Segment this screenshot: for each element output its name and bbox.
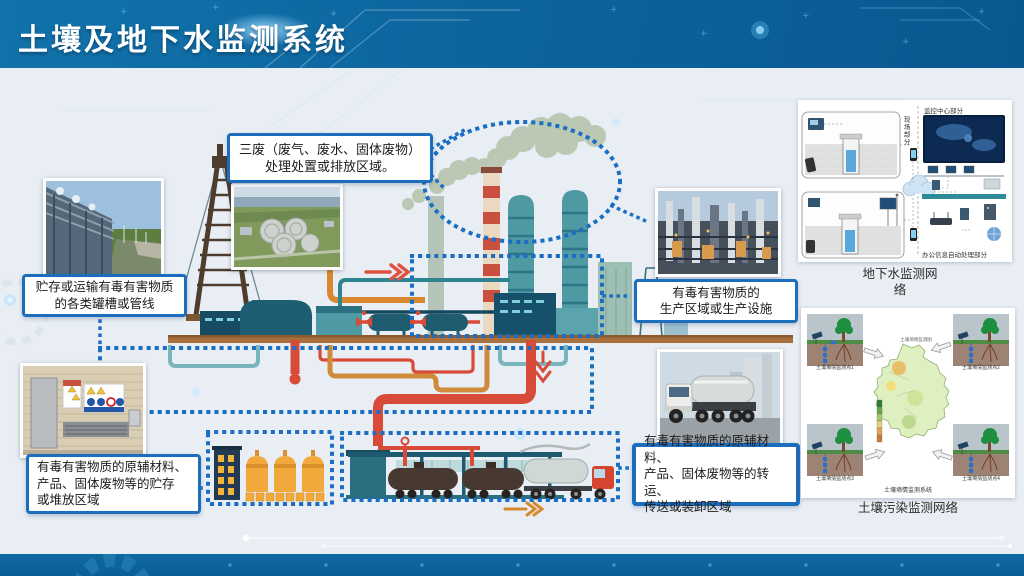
photo-refinery: [655, 188, 781, 277]
silos: [246, 450, 324, 492]
glow-dots: [4, 118, 620, 440]
bottom-bar: [0, 554, 1024, 576]
network-cloud: [902, 174, 936, 197]
svg-text:+: +: [802, 11, 810, 21]
soil-panel-3: [807, 424, 863, 476]
map-legend: [876, 399, 883, 443]
ground-line: [168, 335, 793, 343]
svg-text:+: +: [902, 37, 910, 47]
red-main-pipe: [373, 340, 552, 446]
callout-transfer-loading: 有毒有害物质的原辅材料、 产品、固体废物等的转运、 传送或装卸区域: [632, 434, 800, 514]
callout-raw-material-storage: 有毒有害物质的原辅材料、 产品、固体废物等的贮存 或堆放区域: [26, 454, 201, 514]
map-arrows: [863, 341, 953, 461]
svg-text:+: +: [978, 7, 986, 17]
soil-network-art: [801, 308, 1015, 498]
svg-text:+: +: [330, 9, 338, 19]
soil-point-4-label: 土壤墒情监测点4: [962, 476, 1000, 482]
svg-text:+: +: [610, 5, 618, 15]
photo-pipeline-rack-art: [46, 181, 161, 276]
soil-point-1-label: 土壤墒情监测点1: [816, 365, 854, 371]
callout-storage-pipelines: 贮存或运输有毒有害物质 的各类罐槽或管线: [22, 274, 187, 317]
red-flow-arrow: [364, 263, 411, 281]
gw-label-monitoring-center: 监控中心部分: [924, 108, 963, 115]
dashed-connectors: [98, 125, 651, 490]
photo-warehouse-signs: [20, 363, 146, 458]
photo-treatment-plant: [231, 184, 343, 270]
loading-region-rect: [340, 431, 620, 502]
groundwater-network-art: [798, 100, 1012, 262]
header-circuit-decoration: + + + + + + + +: [120, 3, 991, 68]
rail-tank-cars: [388, 462, 524, 499]
gw-label-office-processing: 办公信息自动处理部分: [922, 252, 987, 259]
truck: [664, 375, 756, 423]
title-bar: + + + + + + + + 土壤及地下水监测系统: [0, 0, 1024, 68]
groundwater-network-caption: 地下水监测网络: [862, 267, 938, 298]
svg-text:+: +: [212, 3, 220, 13]
underground-region-rect: [98, 346, 594, 414]
photo-warehouse-signs-art: [23, 366, 143, 455]
gw-label-field-section: 现场部分: [902, 116, 910, 146]
header-glow: [210, 10, 320, 50]
soil-network-caption: 土壤污染监测网络: [857, 501, 958, 515]
footer-decoration: [75, 554, 1000, 576]
photo-tanker-truck-art: [660, 352, 780, 443]
soil-network-diagram: 土壤墒情监测点1 土壤墒情监测点2 土壤墒情监测点3 土壤墒情监测点4 土壤墒情…: [801, 308, 1015, 498]
photo-pipeline-rack: [43, 178, 164, 279]
tanker-truck-illustration: [519, 442, 614, 500]
ground-top-edge: [168, 335, 793, 338]
photo-refinery-art: [658, 191, 778, 274]
soil-panel-4: [953, 424, 1009, 476]
production-region-rect: [410, 254, 604, 338]
callout-waste-treatment: 三废（废气、废水、固体废物） 处理处置或排放区域。: [227, 133, 433, 183]
factory-buildings: [200, 293, 556, 337]
storage-region-rect: [206, 430, 334, 506]
soil-map-title: 土壤墒情监测图: [900, 337, 932, 342]
photo-treatment-plant-art: [234, 187, 340, 267]
soil-point-2-label: 土壤墒情监测点2: [962, 365, 1000, 371]
svg-text:+: +: [120, 7, 128, 17]
storage-facility-illustration: [212, 446, 325, 502]
loading-station-illustration: [346, 436, 614, 517]
groundwater-network-diagram: 监控中心部分 办公信息自动处理部分 现场部分: [798, 100, 1012, 262]
photo-tanker-truck: [657, 349, 783, 446]
orange-flow-arrow: [503, 501, 545, 517]
sage-chimney: [428, 196, 444, 336]
callout-production-area: 有毒有害物质的 生产区域或生产设施: [634, 279, 798, 323]
svg-text:+: +: [700, 29, 708, 39]
soil-panel-1: [807, 314, 863, 366]
page-title: 土壤及地下水监测系统: [18, 24, 348, 57]
soil-point-3-label: 土壤墒情监测点3: [816, 476, 854, 482]
soil-panel-2: [953, 314, 1009, 366]
province-map: [873, 343, 950, 443]
soil-system-label: 土壤墒情监测系统: [883, 488, 932, 494]
